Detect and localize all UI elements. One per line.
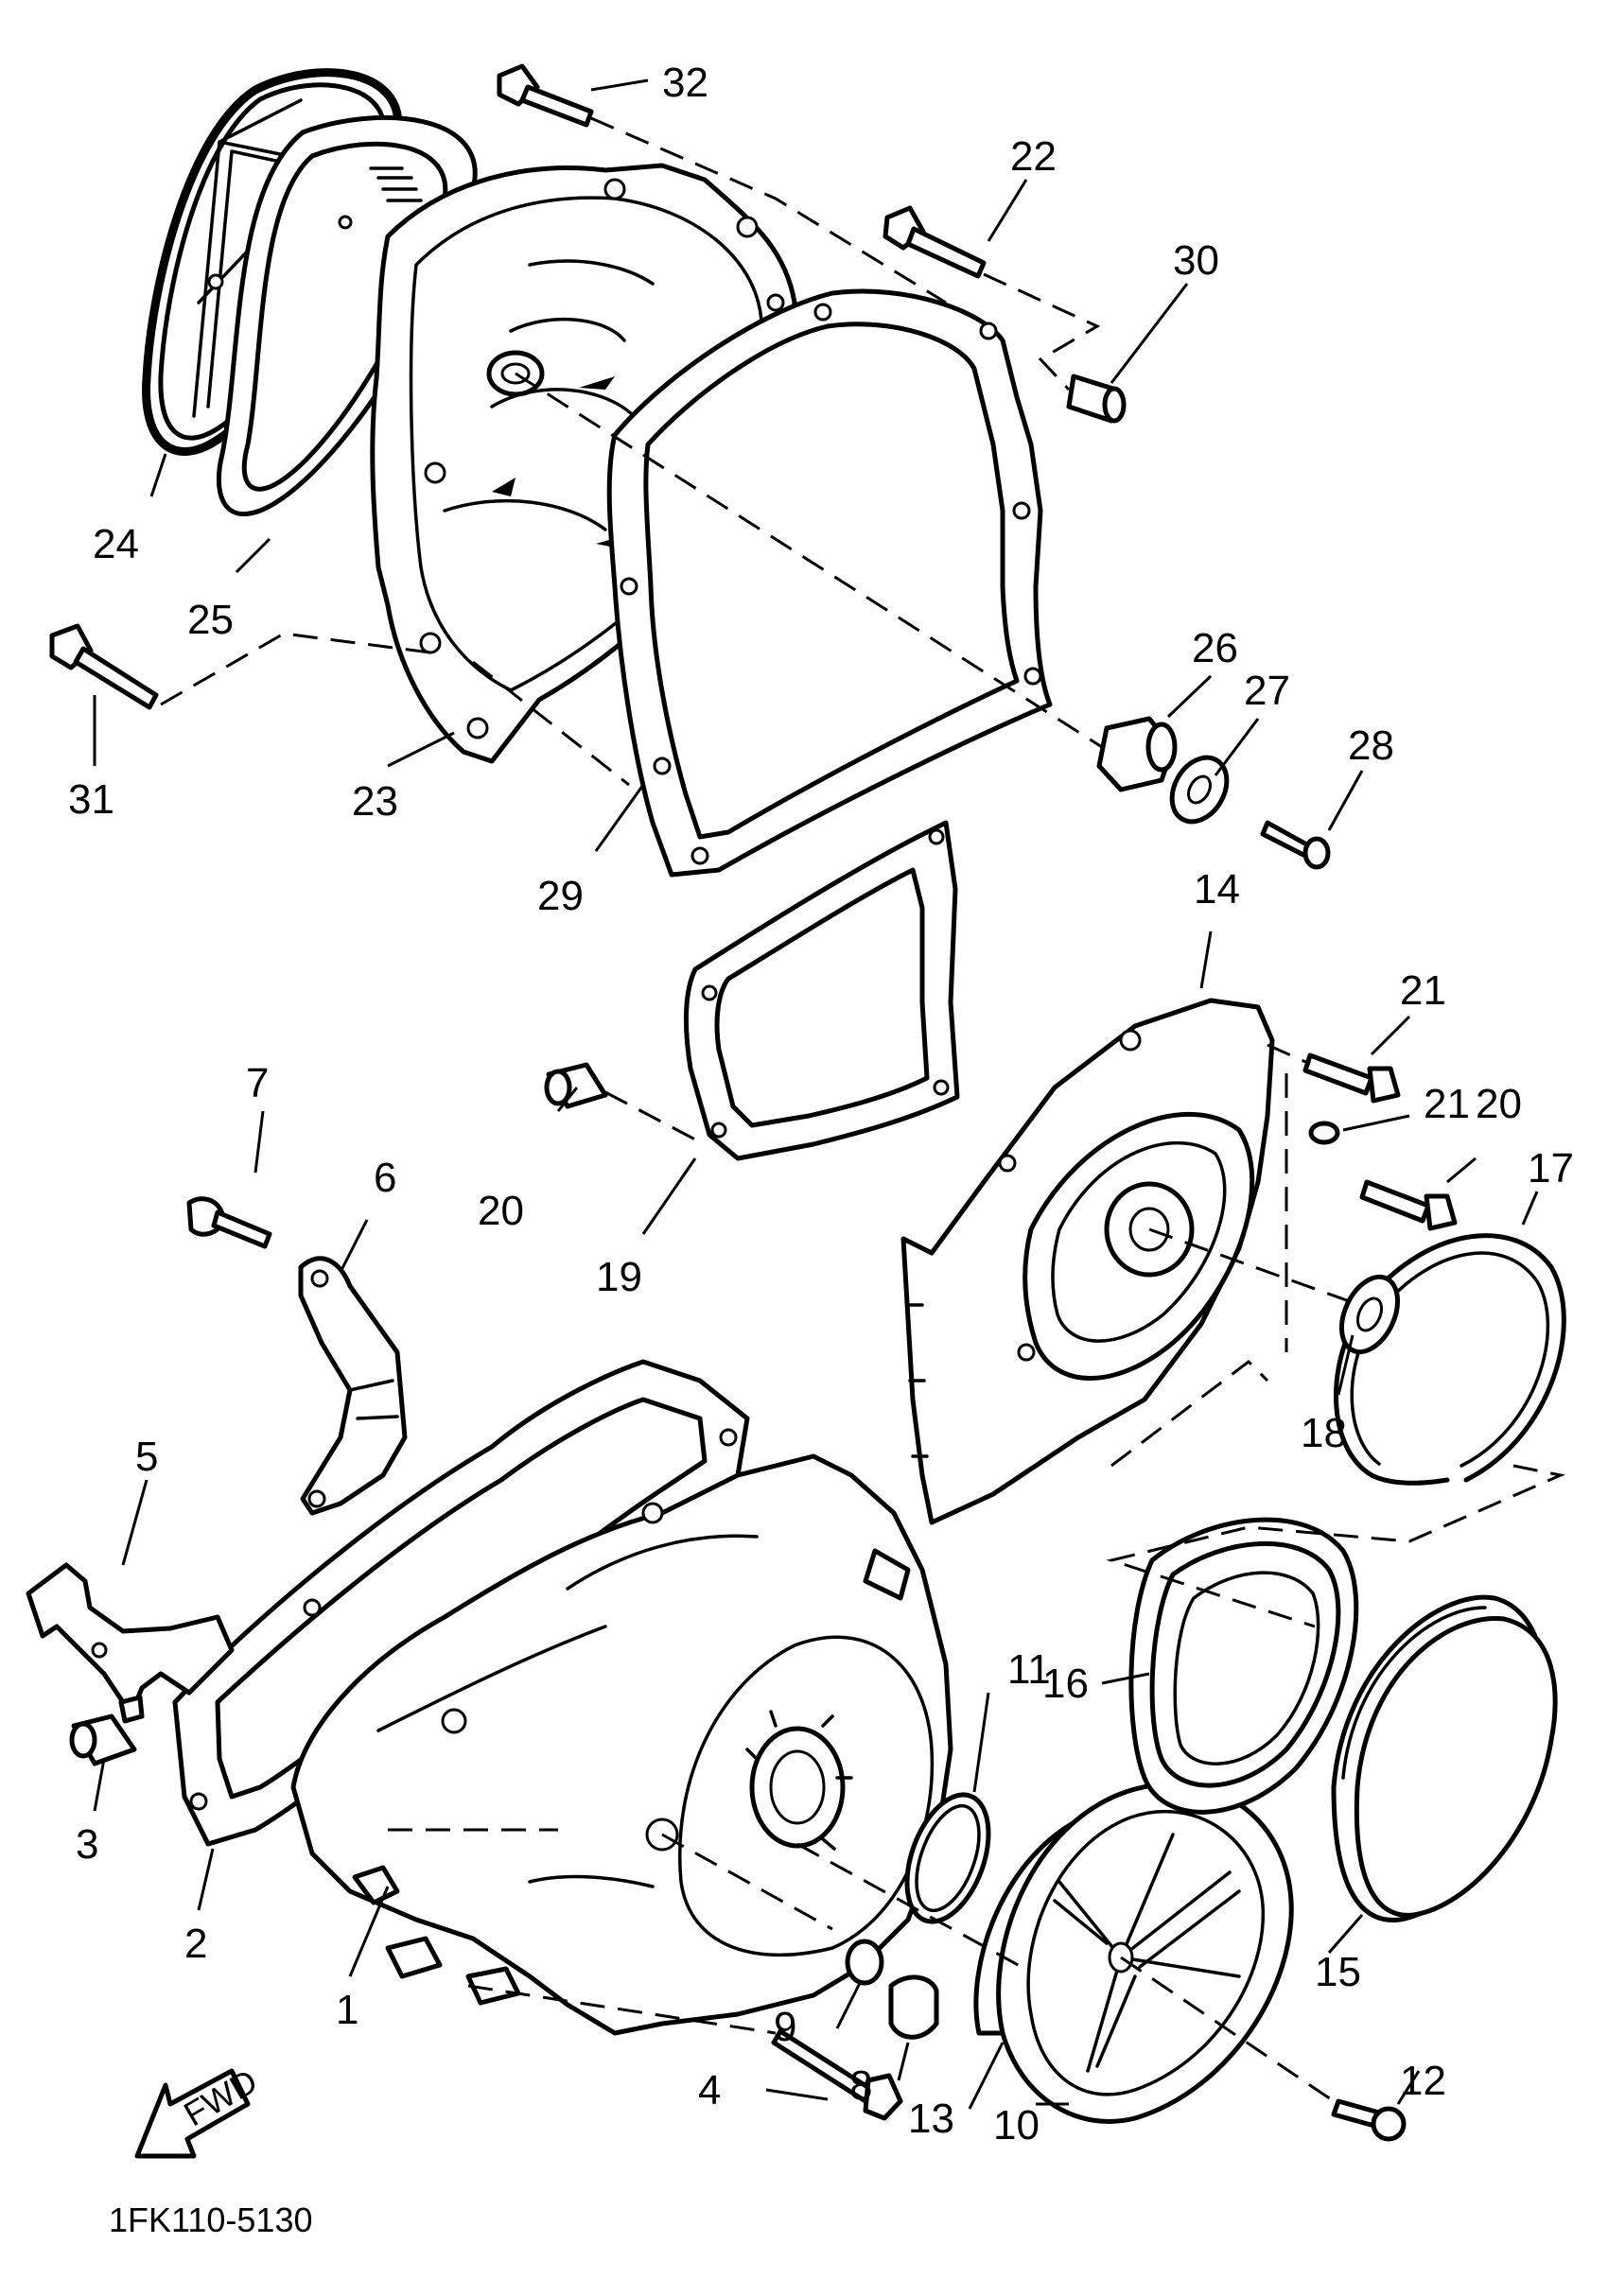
callout-18: 18 (1301, 1410, 1347, 1456)
part-33-bolt (497, 63, 594, 128)
part-27-bushing (1096, 716, 1178, 792)
callout-17: 17 (1528, 1145, 1574, 1191)
callout-6: 6 (374, 1155, 396, 1201)
part-32-bolt (49, 623, 159, 710)
part-21-bolt-lower (1359, 1179, 1458, 1231)
callout-20: 20 (478, 1188, 524, 1234)
callout-24: 23 (352, 778, 398, 825)
callout-23: 22 (1010, 133, 1057, 180)
callout-27: 26 (1192, 625, 1238, 671)
part-16-seal (1128, 1517, 1359, 1815)
part-5-bracket (26, 1562, 235, 1724)
callout-11: 11 (1007, 1646, 1051, 1693)
callout-30: 29 (537, 873, 584, 919)
part-6-bracket (298, 1256, 408, 1516)
callout-3: 3 (76, 1821, 98, 1868)
part-24-crankcase-cover (370, 163, 797, 764)
part-18-seal (1338, 1274, 1401, 1355)
callout-14: 14 (1194, 866, 1240, 913)
callout-28: 27 (1244, 668, 1290, 714)
callout-29: 28 (1348, 722, 1394, 769)
part-19-gasket (683, 820, 960, 1161)
callout-31: 30 (1173, 237, 1219, 284)
part-10-cover (996, 1782, 1294, 2124)
part-23-bolt (883, 205, 987, 279)
part-14-housing (900, 998, 1275, 1525)
callout-2: 2 (184, 1921, 207, 1967)
callout-10: 10 (993, 2102, 1040, 2148)
part-17-circlip (1334, 1233, 1566, 1486)
callout-5: 5 (135, 1434, 158, 1480)
callout-26: 25 (187, 597, 234, 643)
callout-22: 21 (1424, 1081, 1470, 1127)
part-11-o-ring (904, 1792, 991, 1924)
assembly-lines (160, 116, 1565, 2103)
part-28-seal (1169, 755, 1230, 825)
part-15-cap (1331, 1594, 1558, 1922)
callout-33: 32 (662, 60, 708, 106)
part-number-code: 1FK110-5130 (109, 2200, 313, 2239)
callout-25: 24 (93, 521, 139, 567)
fwd-label: FWD (177, 2061, 263, 2133)
callout-19: 19 (596, 1254, 642, 1300)
callout-32: 31 (68, 776, 114, 823)
part-1-crankcase-cover (290, 1453, 953, 2036)
part-8-bushing (888, 1974, 939, 2040)
callout-labels: 32 22 30 24 25 31 23 26 27 28 29 14 21 2… (68, 60, 1574, 2239)
part-3-dowel (69, 1713, 137, 1766)
part-12-bolt (1331, 2098, 1407, 2142)
part-4-bolt (771, 2028, 903, 2121)
part-9-o-ring (845, 1939, 884, 1986)
part-22-o-ring (1308, 1121, 1340, 1145)
part-21-bolt-upper (1302, 1052, 1401, 1104)
callout-1: 1 (336, 1987, 358, 2033)
fwd-arrow-icon: FWD (134, 2061, 264, 2159)
part-29-screw (1260, 820, 1331, 870)
callout-16: 16 (1042, 1661, 1089, 1707)
callout-21-upper: 21 (1400, 967, 1446, 1014)
callout-8: 8 (849, 2062, 872, 2109)
callout-12: 12 (1400, 2058, 1446, 2104)
callout-4: 4 (698, 2067, 721, 2113)
part-20-dowel (544, 1062, 608, 1109)
callout-9: 9 (774, 2004, 796, 2050)
part-7-bolt (186, 1196, 272, 1249)
leader-lines (93, 78, 1539, 2110)
part-30-gasket (606, 288, 1053, 878)
part-31-dowel (1066, 374, 1127, 424)
callout-15: 15 (1315, 1949, 1361, 1995)
callout-7: 7 (246, 1060, 269, 1106)
callout-21-lower: 20 (1476, 1081, 1522, 1127)
callout-13: 13 (908, 2096, 954, 2142)
